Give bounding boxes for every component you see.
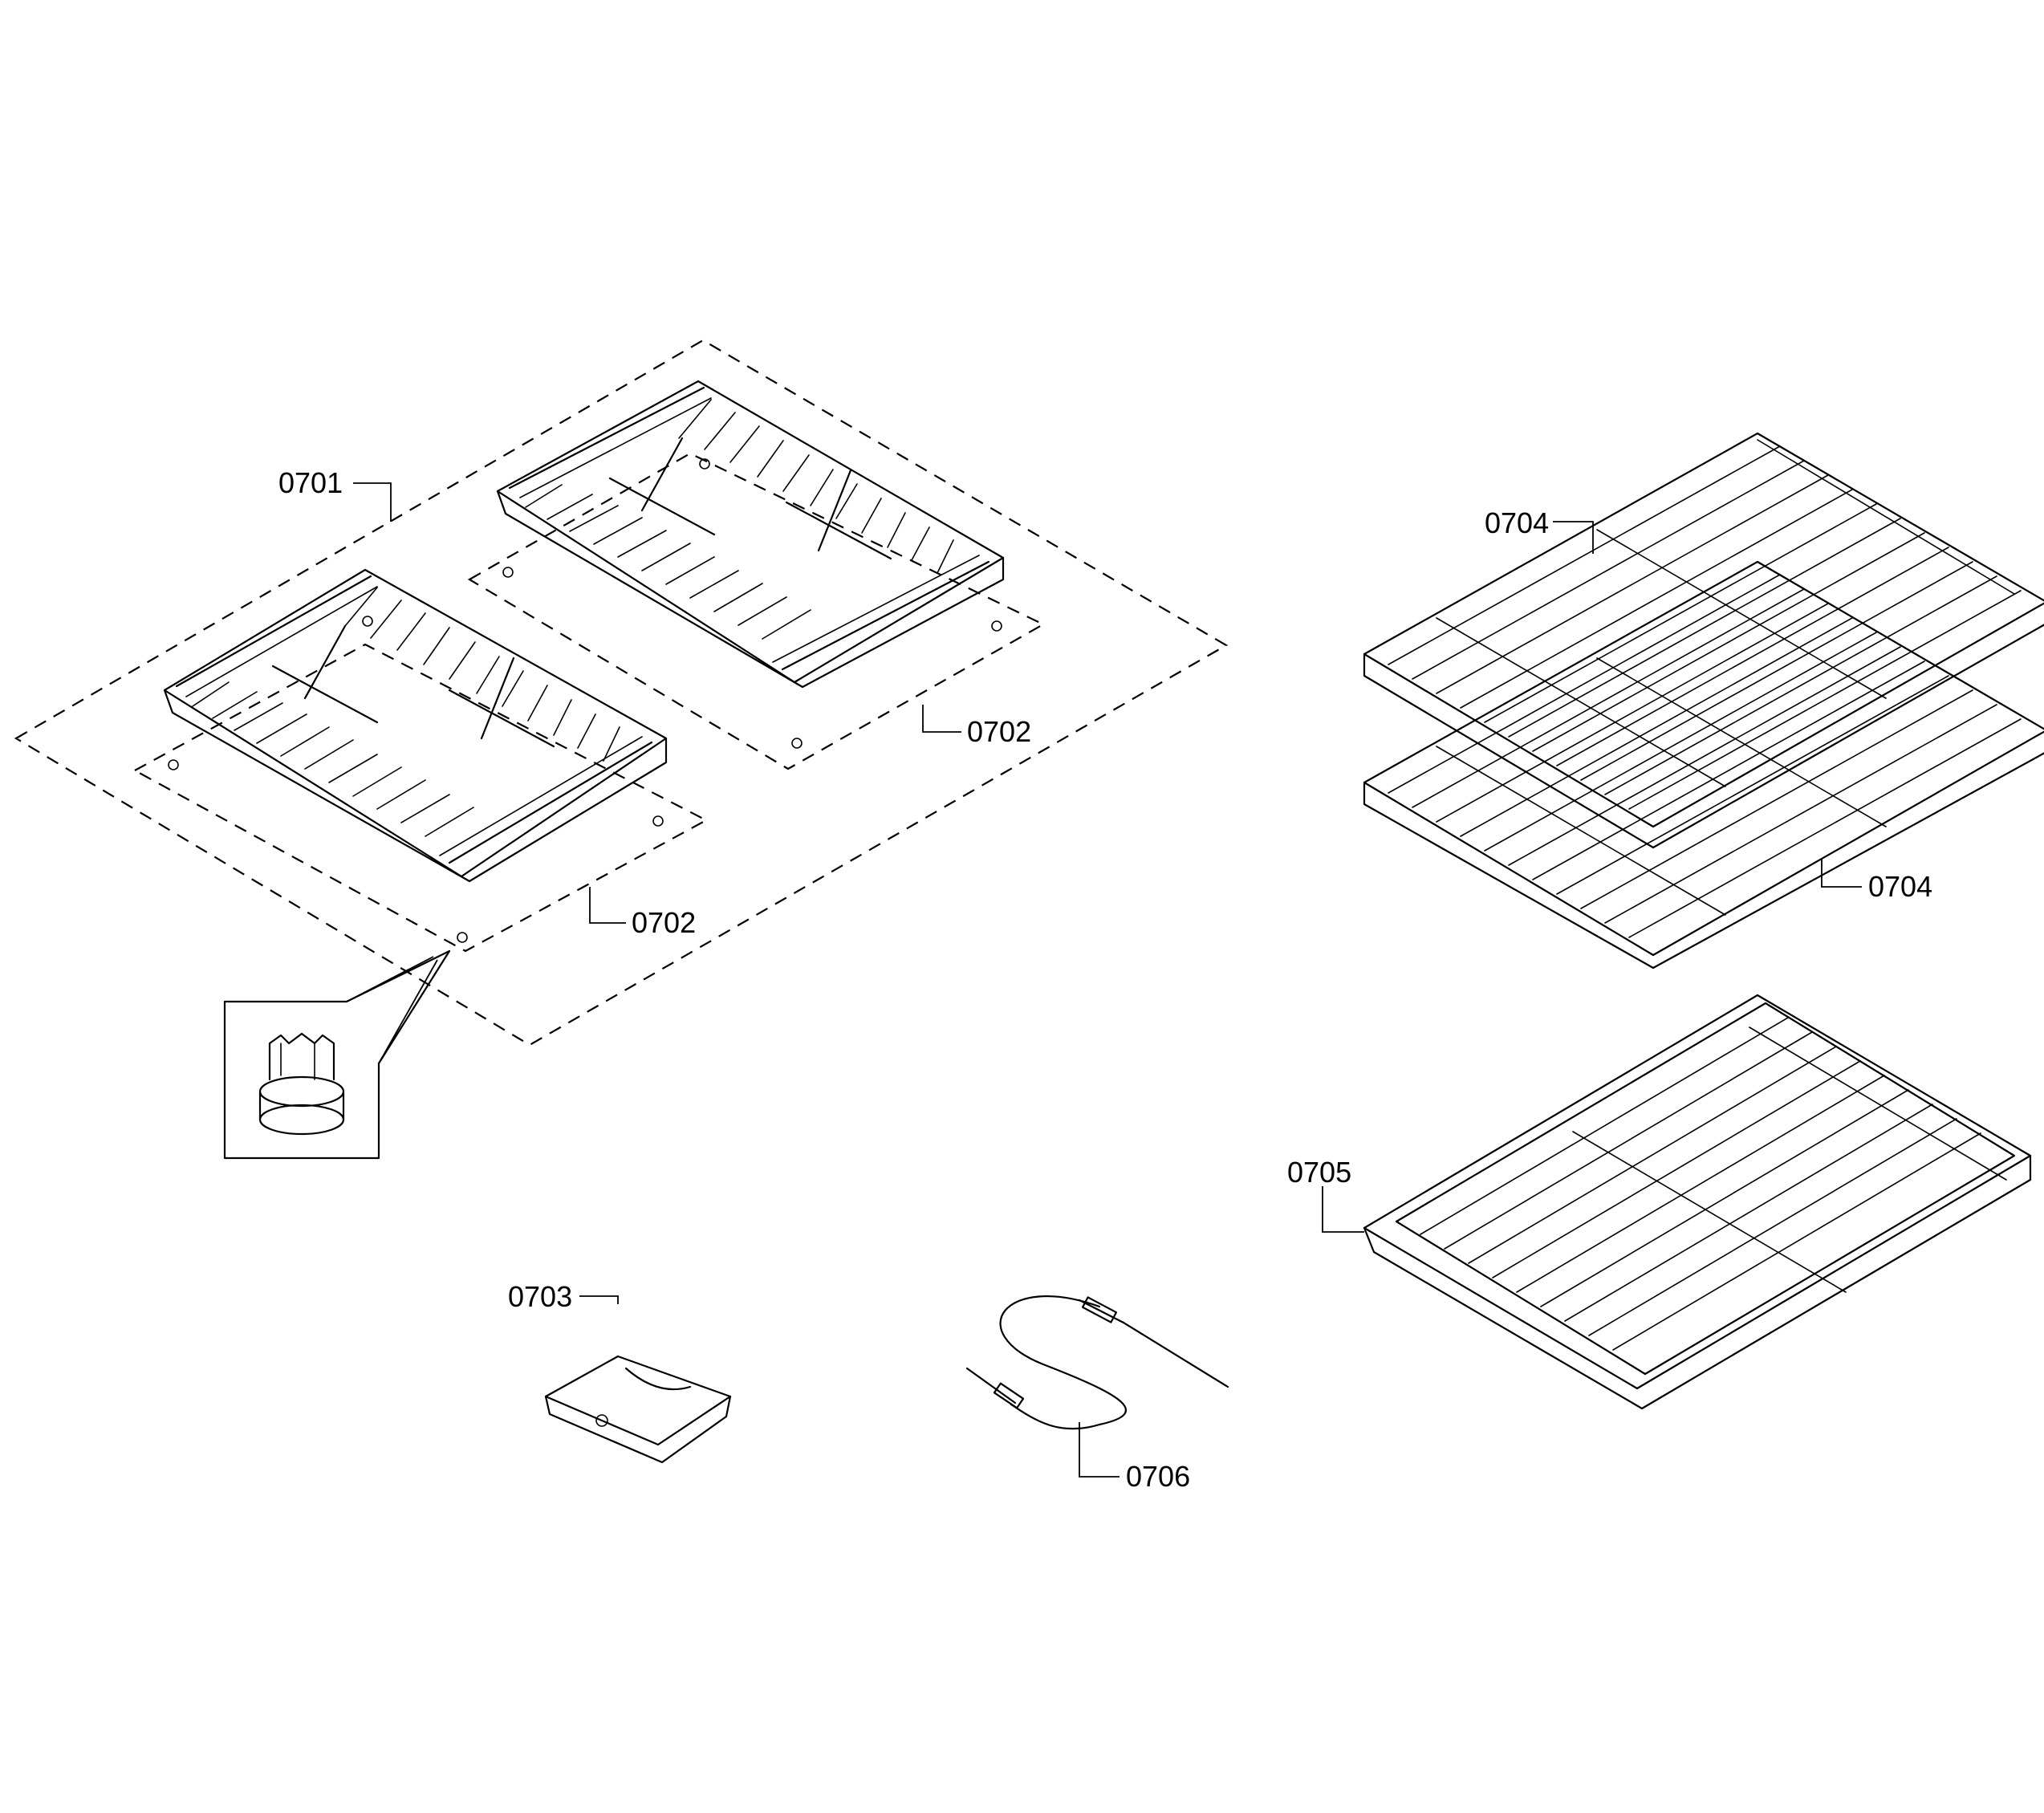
oven-rack-upper bbox=[1363, 432, 2044, 849]
oven-rack-lower bbox=[1363, 560, 2044, 970]
callout-0703: 0703 bbox=[508, 1280, 572, 1313]
meat-probe-icon bbox=[965, 1295, 1229, 1430]
callout-0704-upper: 0704 bbox=[1485, 506, 1549, 539]
callout-labels: 0701 0702 0702 0703 0704 0704 0705 0706 bbox=[278, 466, 1932, 1493]
cooktop-grate-right bbox=[496, 380, 1005, 689]
callout-0701: 0701 bbox=[278, 466, 343, 499]
callout-0706: 0706 bbox=[1126, 1460, 1190, 1493]
rubber-feet bbox=[168, 458, 1002, 943]
callout-0704-lower: 0704 bbox=[1868, 870, 1932, 903]
bracket-icon bbox=[544, 1355, 732, 1464]
cooktop-grate-left bbox=[163, 568, 668, 883]
rubber-foot-detail-box bbox=[223, 949, 451, 1160]
leader-lines bbox=[353, 482, 1862, 1478]
callout-0702-right: 0702 bbox=[967, 715, 1031, 748]
telescopic-rack bbox=[1363, 994, 2032, 1410]
cooktop-dashed-outline bbox=[14, 339, 1229, 1047]
rubber-foot-detail-icon bbox=[258, 1032, 345, 1136]
callout-0705: 0705 bbox=[1287, 1156, 1351, 1189]
callout-0702-left: 0702 bbox=[632, 906, 696, 939]
